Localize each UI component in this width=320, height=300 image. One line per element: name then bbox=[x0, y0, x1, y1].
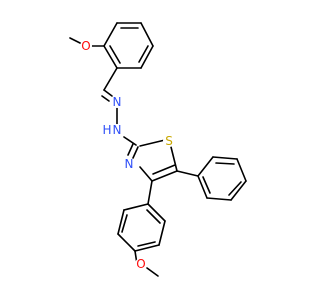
sulfur-label: S bbox=[165, 134, 173, 148]
atom-label-layer: O N N H S N O bbox=[80, 39, 175, 271]
thiazole-nitrogen-label: N bbox=[125, 157, 134, 171]
oxygen-label-top: O bbox=[81, 39, 90, 53]
bond-c5-phenyl bbox=[176, 170, 199, 177]
benzene-ring-right bbox=[197, 156, 247, 201]
bond-ch-n-double-b bbox=[101, 95, 110, 102]
thiazole-nitrogen-atom: N bbox=[123, 157, 135, 171]
bond-ch-n-double-a bbox=[103, 89, 113, 97]
bond-c4-aryl bbox=[147, 180, 153, 205]
imine-nitrogen-label: N bbox=[113, 95, 122, 109]
benzene-ring-top bbox=[103, 22, 154, 69]
hydrazone-nitrogen-atom: N H bbox=[102, 123, 123, 137]
sulfur-atom: S bbox=[163, 134, 175, 148]
hydrazone-hydrogen-label: H bbox=[102, 123, 111, 137]
oxygen-atom-bottom: O bbox=[135, 257, 147, 271]
bond-o-bottom-methyl bbox=[146, 267, 159, 277]
hydrazone-nitrogen-label: N bbox=[113, 123, 122, 137]
benzene-ring-bottom bbox=[117, 203, 166, 252]
imine-nitrogen-atom: N bbox=[111, 95, 123, 109]
oxygen-label-bottom: O bbox=[136, 257, 145, 271]
bond-nh-c2 bbox=[123, 136, 137, 146]
molecule-structure-diagram: O N N H S N O bbox=[69, 22, 247, 277]
thiazole-ring bbox=[127, 139, 178, 182]
oxygen-atom-top: O bbox=[80, 39, 92, 53]
bond-ring-ch bbox=[103, 67, 118, 91]
bond-layer bbox=[69, 22, 247, 277]
